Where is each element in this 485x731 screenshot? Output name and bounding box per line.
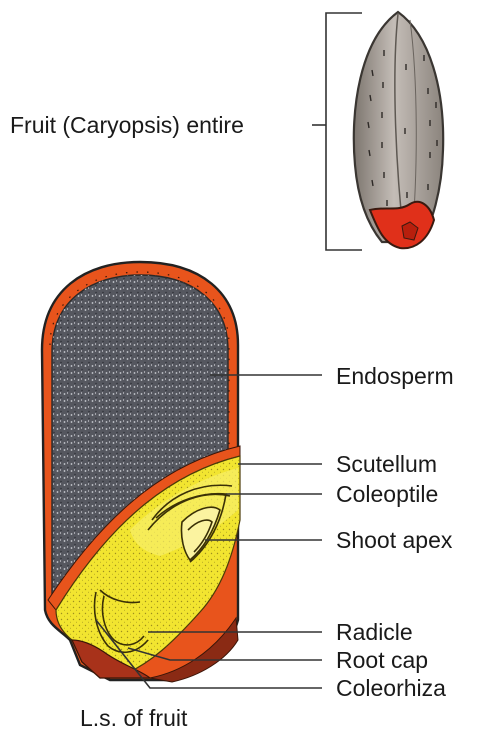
- label-coleorhiza: Coleorhiza: [336, 675, 446, 701]
- label-shoot-apex: Shoot apex: [336, 527, 453, 553]
- caption: L.s. of fruit: [80, 705, 188, 731]
- label-root-cap: Root cap: [336, 647, 428, 673]
- label-fruit-entire: Fruit (Caryopsis) entire: [10, 112, 244, 138]
- label-scutellum: Scutellum: [336, 451, 437, 477]
- longitudinal-section: [42, 262, 240, 682]
- fruit-base: [370, 202, 434, 248]
- entire-fruit: [354, 12, 443, 248]
- label-coleoptile: Coleoptile: [336, 481, 438, 507]
- label-radicle: Radicle: [336, 619, 413, 645]
- label-endosperm: Endosperm: [336, 363, 454, 389]
